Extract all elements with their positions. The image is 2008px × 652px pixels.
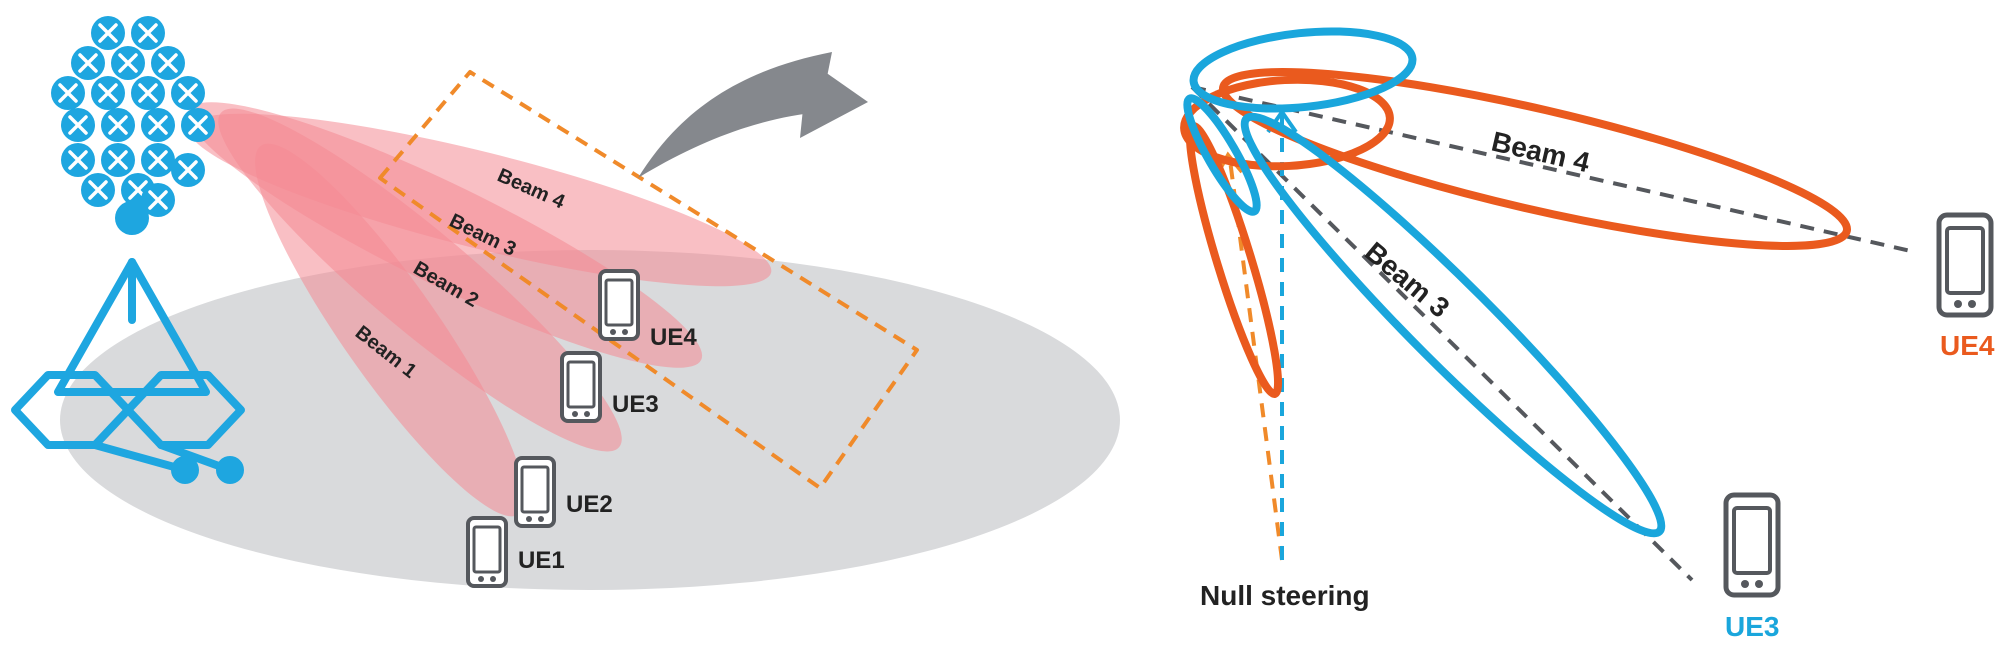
phone-icon (1939, 215, 1991, 315)
phone-icon (560, 351, 602, 423)
user-group-box (378, 70, 919, 490)
path-to-ue3 (1190, 85, 1694, 582)
orange-radiation-pattern (1180, 68, 1852, 398)
path-to-ue4 (1191, 85, 1916, 254)
ue4-label: UE4 (1940, 330, 1995, 361)
phone-icon (598, 269, 640, 341)
curved-arrow-icon (638, 52, 868, 178)
left-panel: Beam 1 Beam 2 Beam 3 Beam 4 (11, 14, 1120, 590)
base-station-icon (11, 258, 245, 484)
ue-label-3: UE3 (612, 391, 659, 418)
ue-label-2: UE2 (566, 491, 613, 518)
phone-icon (466, 516, 508, 588)
ue-label-4: UE4 (650, 324, 697, 351)
beam-lobes (187, 102, 772, 517)
beam4-label: Beam 4 (1489, 126, 1593, 179)
ue-label-1: UE1 (518, 547, 565, 574)
ue3-label: UE3 (1725, 611, 1779, 642)
beam-lobe-4 (188, 113, 772, 287)
phone-icon (514, 456, 556, 528)
blue-radiation-pattern (1183, 27, 1666, 538)
beam3-label: Beam 3 (1359, 236, 1455, 324)
phone-icon (1726, 495, 1778, 595)
null-steering-label: Null steering (1200, 580, 1370, 611)
right-panel: Beam 4 Beam 3 Null steering UE4 UE3 (1180, 27, 1995, 642)
antenna-array-icon (49, 14, 217, 235)
